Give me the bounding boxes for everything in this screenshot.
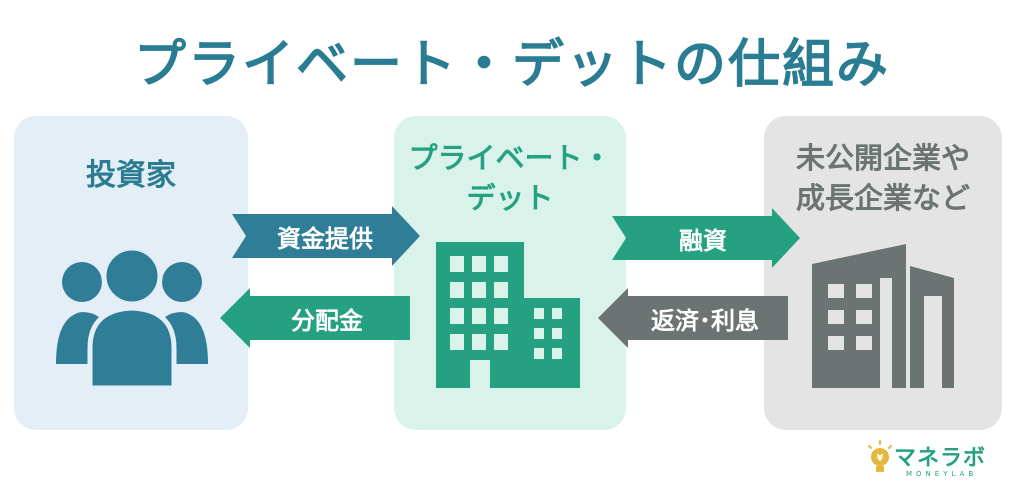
logo-name: マネラボ bbox=[894, 446, 987, 471]
repayment-arrow: 返済･利息 bbox=[598, 288, 788, 348]
private-debt-label-line2: デット bbox=[466, 181, 554, 215]
funding-label: 資金提供 bbox=[277, 224, 373, 253]
logo-subtitle: MONEYLAB bbox=[906, 470, 978, 478]
lightbulb-yen-icon: ¥ bbox=[868, 440, 892, 472]
investor-panel: 投資家 bbox=[14, 116, 248, 430]
private-debt-label: プライベート・ デット bbox=[394, 138, 626, 218]
company-label-line2: 成長企業など bbox=[795, 181, 970, 215]
moneylab-logo: ¥ マネラボ MONEYLAB bbox=[866, 438, 1016, 488]
private-debt-panel: プライベート・ デット bbox=[394, 116, 626, 430]
repayment-label: 返済･利息 bbox=[651, 306, 759, 335]
private-debt-label-line1: プライベート・ bbox=[408, 141, 612, 175]
funding-arrow: 資金提供 bbox=[232, 206, 420, 266]
investor-label: 投資家 bbox=[86, 158, 176, 193]
arrow-right-shape bbox=[232, 206, 420, 266]
arrow-right-shape bbox=[612, 208, 800, 268]
company-panel: 未公開企業や 成長企業など bbox=[764, 116, 1002, 430]
office-buildings-icon bbox=[812, 244, 954, 388]
people-group-icon bbox=[56, 245, 208, 391]
financing-arrow: 融資 bbox=[612, 208, 800, 268]
arrow-left-shape bbox=[598, 288, 788, 348]
arrow-left-shape bbox=[220, 288, 410, 348]
company-label-line1: 未公開企業や bbox=[795, 141, 970, 175]
office-building-icon bbox=[436, 242, 580, 388]
company-label: 未公開企業や 成長企業など bbox=[764, 138, 1002, 218]
diagram-title: プライベート・デットの仕組み bbox=[133, 35, 890, 95]
distribution-label: 分配金 bbox=[291, 306, 363, 335]
financing-label: 融資 bbox=[679, 226, 727, 255]
distribution-arrow: 分配金 bbox=[220, 288, 410, 348]
svg-text:¥: ¥ bbox=[877, 453, 884, 464]
